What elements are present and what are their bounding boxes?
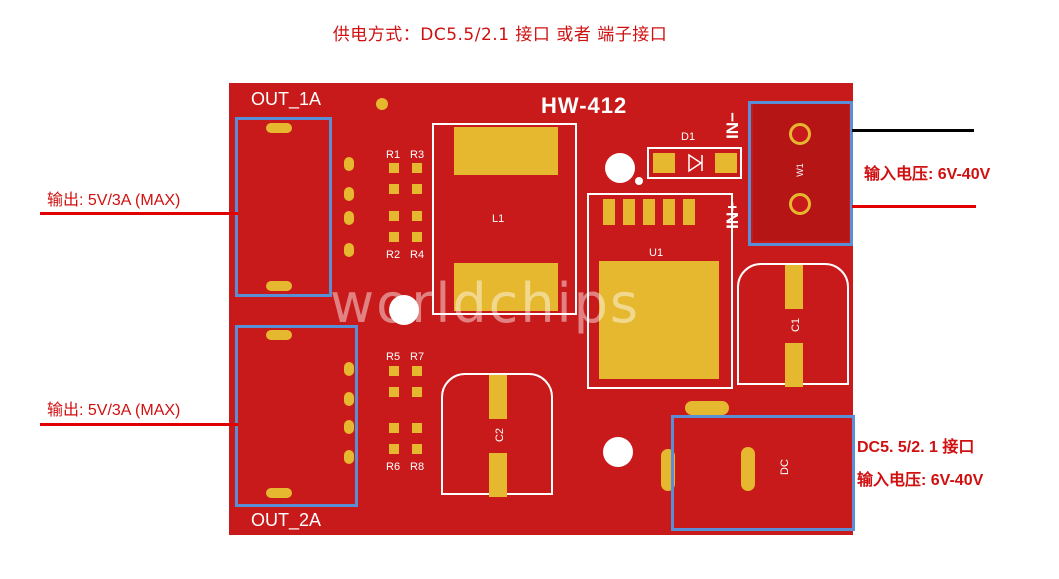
c2-pad-top (489, 375, 507, 419)
mount-hole-left (389, 295, 419, 325)
diode-d1 (647, 147, 742, 179)
usb1-pin-1 (344, 157, 354, 171)
usb2-pin-2 (344, 392, 354, 406)
r8-label: R8 (410, 461, 425, 473)
diode-symbol-icon (688, 153, 703, 173)
mount-hole-top (605, 153, 635, 183)
highlight-terminal (748, 101, 853, 246)
l1-pad-bottom (454, 263, 558, 311)
r8-pad-a (412, 423, 422, 433)
c2-pad-bottom (489, 453, 507, 497)
dot-marker (635, 177, 643, 185)
pointer-line-output-top (40, 212, 238, 215)
r8-pad-b (412, 444, 422, 454)
annotation-input-terminal: 输入电压: 6V-40V (864, 166, 991, 183)
u1-pin-2 (623, 199, 635, 225)
r6-pad-a (389, 423, 399, 433)
watermark-text: worldchips (330, 272, 641, 335)
highlight-dc-jack (671, 415, 855, 531)
usb1-pin-2 (344, 187, 354, 201)
terminal-hole-2 (789, 193, 811, 215)
r1-pad-b (389, 184, 399, 194)
d1-pad-a (653, 153, 675, 173)
usb-port-1 (244, 121, 354, 291)
r2-pad-a (389, 211, 399, 221)
annotation-output-bottom: 输出: 5V/3A (MAX) (47, 402, 181, 419)
u1-label: U1 (649, 247, 664, 259)
r4-label: R4 (410, 249, 425, 261)
l1-pad-top (454, 127, 558, 175)
r3-label: R3 (410, 149, 425, 161)
u1-pin-3 (643, 199, 655, 225)
page-title: 供电方式：DC5.5/2.1 接口 或者 端子接口 (332, 25, 668, 45)
u1-pin-1 (603, 199, 615, 225)
usb2-pin-3 (344, 420, 354, 434)
r3-pad-b (412, 184, 422, 194)
r5-label: R5 (386, 351, 401, 363)
wire-positive (852, 205, 976, 208)
usb1-pin-3 (344, 211, 354, 225)
usb1-pad-bottom (266, 281, 292, 291)
u1-pin-4 (663, 199, 675, 225)
annotation-dc-jack-line2: 输入电压: 6V-40V (857, 472, 984, 489)
pointer-line-output-bottom (40, 423, 238, 426)
r5-pad-a (389, 366, 399, 376)
dc-pad-top (685, 401, 729, 415)
inductor-l1: L1 (432, 123, 577, 315)
r2-pad-b (389, 232, 399, 242)
out1-label: OUT_1A (251, 89, 322, 109)
usb1-pin-4 (344, 243, 354, 257)
u1-thermal-pad (599, 261, 719, 379)
ic-u1: U1 (587, 193, 733, 389)
c2-label: C2 (494, 427, 507, 443)
capacitor-c1: C1 (737, 263, 849, 387)
usb2-pin-1 (344, 362, 354, 376)
r5-pad-b (389, 387, 399, 397)
terminal-block: W1 (753, 103, 849, 241)
usb1-pad-top (266, 123, 292, 133)
r4-pad-b (412, 232, 422, 242)
annotation-output-top: 输出: 5V/3A (MAX) (47, 192, 181, 209)
out2-label: OUT_2A (251, 510, 322, 530)
mount-dot (376, 98, 388, 110)
in-minus-label: IN− (723, 112, 742, 139)
r2-label: R2 (386, 249, 401, 261)
c1-pad-top (785, 265, 803, 309)
r6-pad-b (389, 444, 399, 454)
usb-port-2 (244, 328, 354, 503)
model-label: HW-412 (541, 93, 628, 118)
terminal-hole-1 (789, 123, 811, 145)
wire-negative (852, 129, 974, 132)
c1-label: C1 (790, 317, 803, 333)
highlight-usb2 (235, 325, 358, 507)
capacitor-c2: C2 (441, 373, 553, 497)
usb2-pad-bottom (266, 488, 292, 498)
usb2-pin-4 (344, 450, 354, 464)
r1-label: R1 (386, 149, 401, 161)
c1-pad-bottom (785, 343, 803, 387)
r7-pad-a (412, 366, 422, 376)
d1-pad-b (715, 153, 737, 173)
r6-label: R6 (386, 461, 401, 473)
r7-pad-b (412, 387, 422, 397)
annotation-dc-jack-line1: DC5. 5/2. 1 接口 (857, 439, 975, 456)
r7-label: R7 (410, 351, 425, 363)
dc-pad-center (741, 447, 755, 491)
d1-label: D1 (681, 131, 696, 143)
r4-pad-a (412, 211, 422, 221)
mount-hole-bottom (603, 437, 633, 467)
r3-pad-a (412, 163, 422, 173)
highlight-usb1 (235, 117, 332, 297)
usb2-pad-top (266, 330, 292, 340)
r1-pad-a (389, 163, 399, 173)
u1-pin-5 (683, 199, 695, 225)
l1-label: L1 (492, 213, 505, 225)
